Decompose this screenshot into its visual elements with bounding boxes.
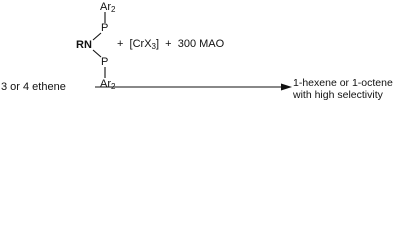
reaction-arrow-head: [281, 83, 292, 91]
bottom-aryl-substituent: Ar2: [100, 78, 116, 91]
top-aryl-substituent: Ar2: [100, 1, 116, 14]
product-line-1: 1-hexene or 1-octene: [293, 77, 393, 89]
product-line-2: with high selectivity: [293, 89, 383, 101]
reactant-label: 3 or 4 ethene: [1, 81, 66, 93]
bond-n-bottom-p: [92, 49, 102, 58]
nitrogen-label: RN: [76, 39, 92, 51]
scheme-drawing: [92, 12, 292, 91]
bottom-phosphorus: P: [101, 56, 109, 68]
top-phosphorus: P: [101, 22, 109, 34]
bond-top-p-n: [92, 32, 102, 41]
reaction-scheme: Ar2 P RN + [CrX3] + 300 MAO P Ar2 3 or 4…: [0, 0, 393, 103]
reagents-text: + [CrX3] + 300 MAO: [117, 38, 225, 51]
